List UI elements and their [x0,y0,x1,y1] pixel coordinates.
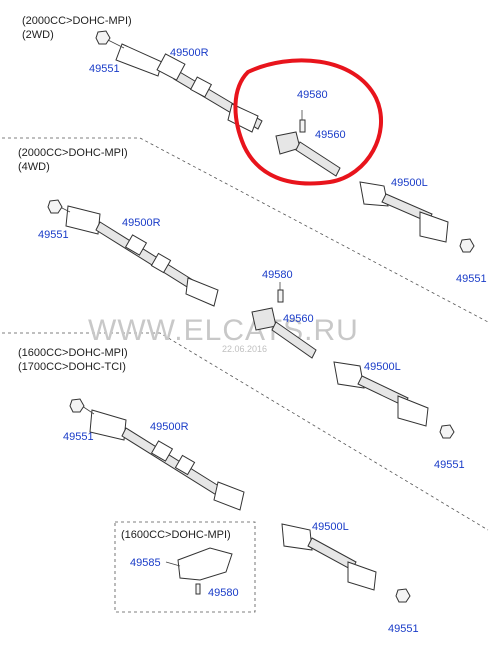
section3-nut-right[interactable] [395,588,411,603]
section2-nut-left[interactable] [47,199,63,214]
section3-right-shaft[interactable] [81,405,245,511]
section3-label-nut-right: 49551 [388,623,419,635]
section1-label-bracket: 49560 [315,129,346,141]
highlight-circle [233,58,383,186]
watermark-text: WWW.ELCATS.RU [88,314,359,347]
section1-title-line1: (2000CC>DOHC-MPI) [22,15,132,27]
inset-title: (1600CC>DOHC-MPI) [121,529,231,541]
section3-title-line1: (1600CC>DOHC-MPI) [18,347,128,359]
inset-label-cover: 49585 [130,557,161,569]
section2-label-nut-right: 49551 [434,459,465,471]
section2-right-shaft[interactable] [57,205,219,307]
watermark-date: 22.06.2016 [222,344,267,354]
section1-nut-right[interactable] [459,238,475,253]
section3-label-shaft-right: 49500R [150,421,189,433]
section-divider-2 [2,332,489,531]
section3-label-shaft-left: 49500L [312,521,349,533]
section1-bracket[interactable] [275,131,341,177]
section1-label-nut-right: 49551 [456,273,487,285]
inset-bolt[interactable] [195,583,201,595]
section3-label-nut-left: 49551 [63,431,94,443]
section2-left-shaft[interactable] [333,361,429,427]
section1-label-bolt: 49580 [297,89,328,101]
section2-bracket[interactable] [251,307,317,359]
section2-label-shaft-left: 49500L [364,361,401,373]
section1-bolt[interactable] [299,110,306,133]
section3-left-shaft[interactable] [281,523,377,591]
section2-label-nut-left: 49551 [38,229,69,241]
section1-label-shaft-right: 49500R [170,47,209,59]
section3-title-line2: (1700CC>DOHC-TCI) [18,361,126,373]
section2-label-bracket: 49560 [283,313,314,325]
section2-nut-right[interactable] [439,424,455,439]
section1-label-shaft-left: 49500L [391,177,428,189]
section1-nut-left[interactable] [95,30,111,45]
section2-title-line1: (2000CC>DOHC-MPI) [18,147,128,159]
section1-left-shaft[interactable] [359,181,449,243]
section-divider-1 [2,137,489,323]
section3-nut-left[interactable] [69,398,85,413]
section2-label-shaft-right: 49500R [122,217,161,229]
section2-label-bolt: 49580 [262,269,293,281]
inset-box [114,521,256,613]
section1-label-nut-left: 49551 [89,63,120,75]
section1-title-line2: (2WD) [22,29,54,41]
section2-bolt[interactable] [277,282,284,303]
inset-label-bolt: 49580 [208,587,239,599]
section2-title-line2: (4WD) [18,161,50,173]
inset-cover[interactable] [165,547,233,581]
